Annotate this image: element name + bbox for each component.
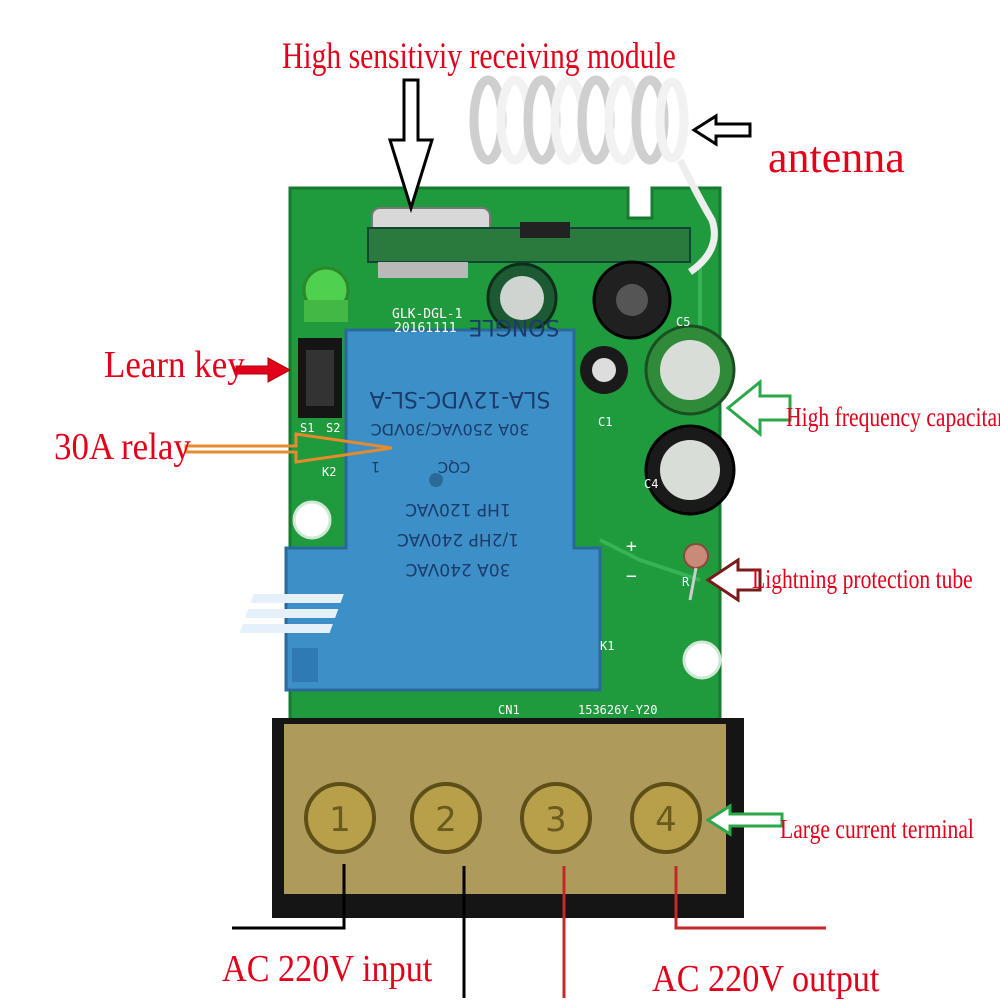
- module-pins: [378, 262, 468, 278]
- relay-tab: [292, 648, 318, 682]
- relay-line1: 30A 240VAC: [406, 559, 511, 579]
- terminal-screw: [630, 782, 702, 854]
- arrow-receiving-module: [387, 78, 435, 214]
- label-k1: K1: [600, 639, 614, 653]
- capacitor: [592, 260, 672, 340]
- terminal-screw: [520, 782, 592, 854]
- learn-key-button: [306, 350, 334, 406]
- relay-model: SLA-12VDC-SL-A: [370, 386, 551, 411]
- relay-rating: 30A 250VAC/30VDC: [371, 420, 530, 439]
- label-r: R: [682, 575, 690, 589]
- relay-line3: 1HP 120VAC: [405, 499, 510, 519]
- callout-terminal: Large current terminal: [780, 814, 974, 844]
- leader-output-2: [674, 866, 826, 930]
- arrow-relay: [184, 432, 393, 464]
- callout-learn-key: Learn key: [104, 344, 245, 386]
- songle-logo: [239, 594, 344, 633]
- label-k2: K2: [322, 465, 336, 479]
- relay-print: 30A 240VAC 1/2HP 240VAC 1HP 120VAC CQC 1…: [370, 314, 560, 579]
- callout-hf-capacitance: High frequency capacitance: [786, 402, 1000, 432]
- relay-line2: 1/2HP 240VAC: [397, 529, 519, 549]
- callout-antenna: antenna: [768, 133, 905, 182]
- terminal-screw: [410, 782, 482, 854]
- tube-lead: [688, 567, 698, 601]
- arrow-terminal: [705, 803, 784, 837]
- chip: [520, 222, 570, 238]
- relay-body: [284, 328, 602, 692]
- relay-cert: CQC: [438, 458, 471, 476]
- pcb-trace: [599, 538, 701, 582]
- board-date: 20161111: [394, 321, 457, 336]
- callout-receiving-module: High sensitiviy receiving module: [282, 36, 676, 77]
- led-base: [304, 300, 348, 322]
- terminal-screw: [304, 782, 376, 854]
- capacitor-c1: [580, 346, 628, 394]
- arrow-learn-key: [235, 357, 292, 383]
- callout-ac-output: AC 220V output: [652, 958, 880, 1000]
- capacitor: [486, 262, 558, 334]
- terminal-number: 3: [545, 800, 567, 840]
- label-c4: C4: [644, 477, 658, 491]
- antenna-coil: [469, 75, 689, 165]
- label-serial: 153626Y-Y20: [578, 703, 657, 717]
- label-minus: −: [626, 566, 637, 587]
- arrow-antenna: [691, 113, 752, 147]
- lightning-protection-tube: [683, 543, 709, 569]
- label-s1: S1: [300, 421, 314, 435]
- board-model: GLK-DGL-1: [392, 307, 462, 322]
- relay-dot: [429, 473, 443, 487]
- callout-lightning-tube: Lightning protection tube: [752, 564, 973, 594]
- callout-ac-input: AC 220V input: [222, 948, 433, 990]
- arrow-hf-capacitance: [725, 378, 792, 438]
- leader-input-1: [232, 864, 346, 930]
- terminal-number: 2: [435, 800, 457, 840]
- label-c5: C5: [676, 315, 690, 329]
- terminal-number: 1: [329, 800, 351, 840]
- relay-brand: SONGLE: [469, 314, 560, 339]
- capacitor-c5: [644, 324, 736, 416]
- mounting-hole: [682, 640, 722, 680]
- terminal-number: 4: [655, 800, 677, 840]
- capacitor-c4: [644, 424, 736, 516]
- label-s2: S2: [326, 421, 340, 435]
- mounting-hole: [292, 500, 332, 540]
- label-cn1: CN1: [498, 703, 520, 717]
- relay-one: 1: [371, 458, 380, 474]
- label-c1: C1: [598, 415, 612, 429]
- callout-relay: 30A relay: [54, 426, 191, 468]
- arrow-lightning-tube: [705, 557, 762, 603]
- label-plus: +: [626, 536, 637, 557]
- antenna-wire: [676, 158, 718, 275]
